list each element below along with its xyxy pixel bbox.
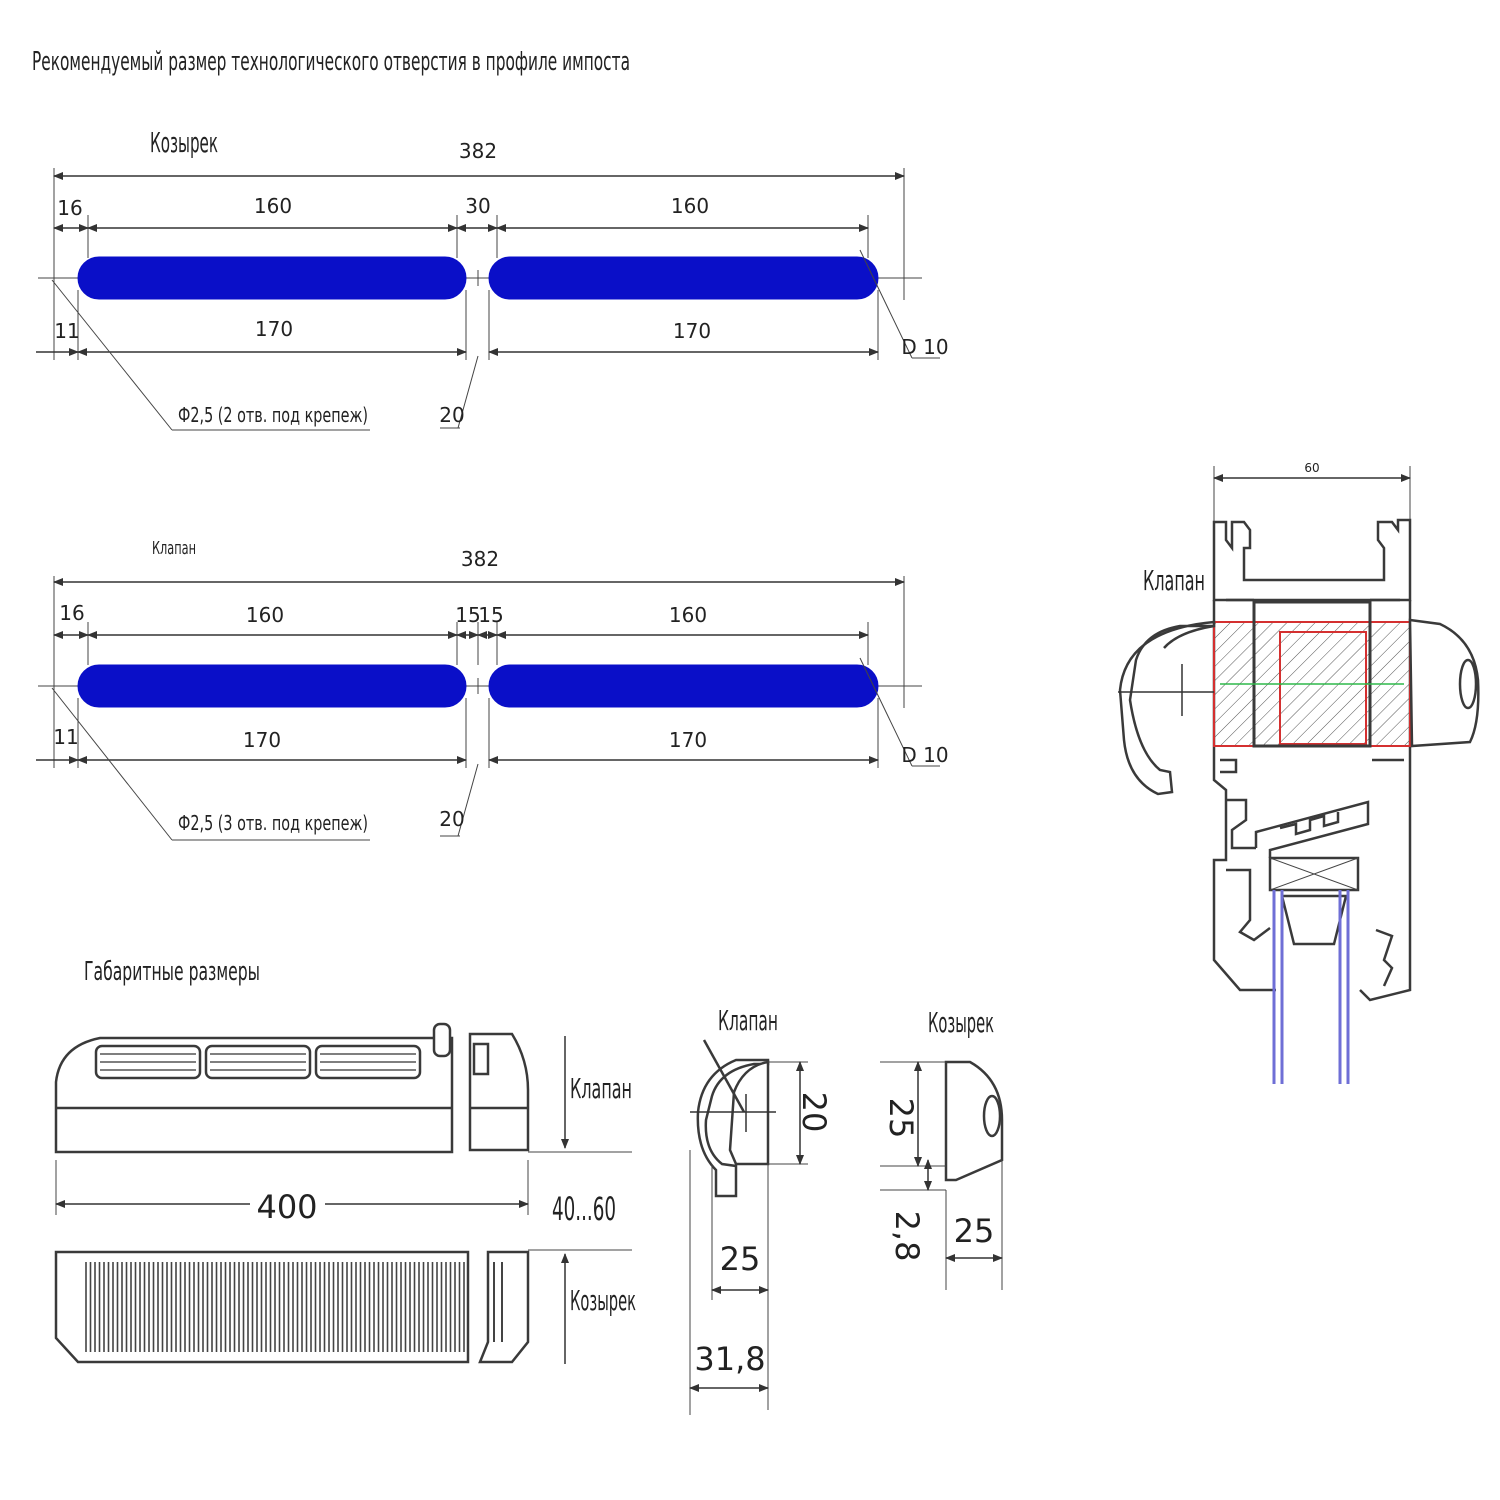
overall-title: Габаритные размеры (84, 957, 260, 987)
dim-depth: 25 (954, 1212, 995, 1250)
valve-label: Клапан (570, 1072, 632, 1105)
dim-height: 20 (795, 1092, 833, 1133)
dim-slot-diameter: D 10 (901, 743, 948, 767)
dim-slot-outer: 170 (669, 728, 707, 752)
dim-slot-outer: 170 (673, 319, 711, 343)
visor-profile: Козырек 25 2,8 25 (880, 1006, 1004, 1290)
section-label: Клапан (1143, 564, 1205, 597)
drawing-label: Козырек (150, 126, 218, 159)
dim-hole-offset: 11 (54, 319, 79, 343)
profile-label: Клапан (718, 1004, 778, 1037)
insert-housing (1252, 600, 1372, 748)
holes-note: Ф2,5 (2 отв. под крепеж) (178, 403, 368, 427)
dim-edge: 16 (57, 196, 82, 220)
overall-dimensions: Габаритные размеры Клапан Козырек 40...6… (54, 957, 636, 1364)
drawing-visor-hole: Козырек 382 16 160 30 160 (36, 126, 949, 431)
dim-half-gap: 15 (478, 603, 503, 627)
profile-label: Козырек (928, 1006, 994, 1039)
holes-note: Ф2,5 (3 отв. под крепеж) (178, 811, 368, 835)
dim-slot-outer: 170 (243, 728, 281, 752)
dim-hole-offset: 11 (53, 725, 78, 749)
slot-left (77, 664, 467, 708)
dim-gap-bottom: 20 (439, 403, 464, 427)
visor-label: Козырек (570, 1284, 636, 1317)
dim-slot-length: 160 (669, 603, 707, 627)
page-title: Рекомендуемый размер технологического от… (32, 47, 630, 77)
drawing-label: Клапан (152, 538, 196, 559)
drawing-valve-hole: Клапан 382 16 160 15 15 160 11 1 (36, 538, 949, 841)
slot-right (488, 256, 879, 300)
dim-slot-length: 160 (671, 194, 709, 218)
dim-edge: 16 (59, 601, 84, 625)
dim-total-depth: 31,8 (694, 1340, 765, 1378)
dim-total: 382 (459, 139, 497, 163)
dim-slot-diameter: D 10 (901, 335, 948, 359)
dim-step: 2,8 (888, 1211, 926, 1262)
dim-slot-outer: 170 (255, 317, 293, 341)
valve-profile: Клапан 20 25 31,8 (689, 1004, 833, 1415)
dim-half-gap: 15 (455, 603, 480, 627)
dim-gap-bottom: 20 (439, 807, 464, 831)
dim-height: 25 (882, 1098, 920, 1139)
length-dim: 400 (256, 1188, 317, 1226)
dim-gap: 30 (465, 194, 490, 218)
dim-depth: 25 (720, 1240, 761, 1278)
dim-slot-length: 160 (254, 194, 292, 218)
gap-dim: 40...60 (552, 1190, 616, 1228)
dim-profile-width: 60 (1304, 461, 1319, 475)
cross-section: 60 Клапан (1118, 461, 1480, 1084)
insert-core (1279, 631, 1367, 745)
slot-left (77, 256, 467, 300)
slot-right (488, 664, 879, 708)
dim-slot-length: 160 (246, 603, 284, 627)
dim-total: 382 (461, 547, 499, 571)
